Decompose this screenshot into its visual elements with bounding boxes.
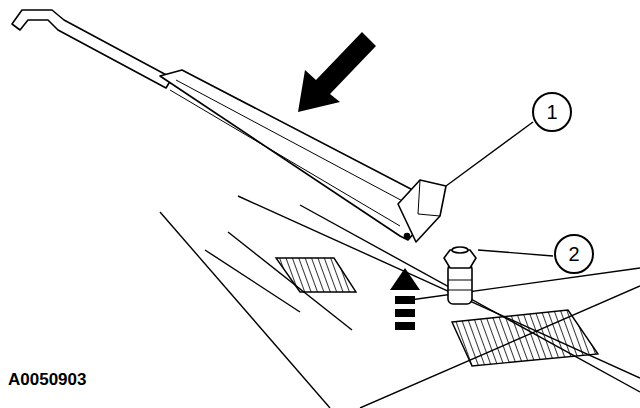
- callout-circle: 2: [554, 234, 594, 274]
- direction-arrow: [298, 32, 376, 112]
- cowl-vent: [276, 258, 356, 292]
- wiper-arm: [12, 10, 446, 242]
- lift-arrow: [390, 268, 420, 330]
- figure-code: A0050903: [8, 370, 86, 390]
- callout-number: 1: [546, 101, 557, 124]
- cowl-vent: [452, 310, 598, 366]
- leader-line: [446, 122, 553, 256]
- pivot-stud: [444, 247, 476, 304]
- callout-number: 2: [568, 243, 579, 266]
- callout-circle: 1: [532, 92, 572, 132]
